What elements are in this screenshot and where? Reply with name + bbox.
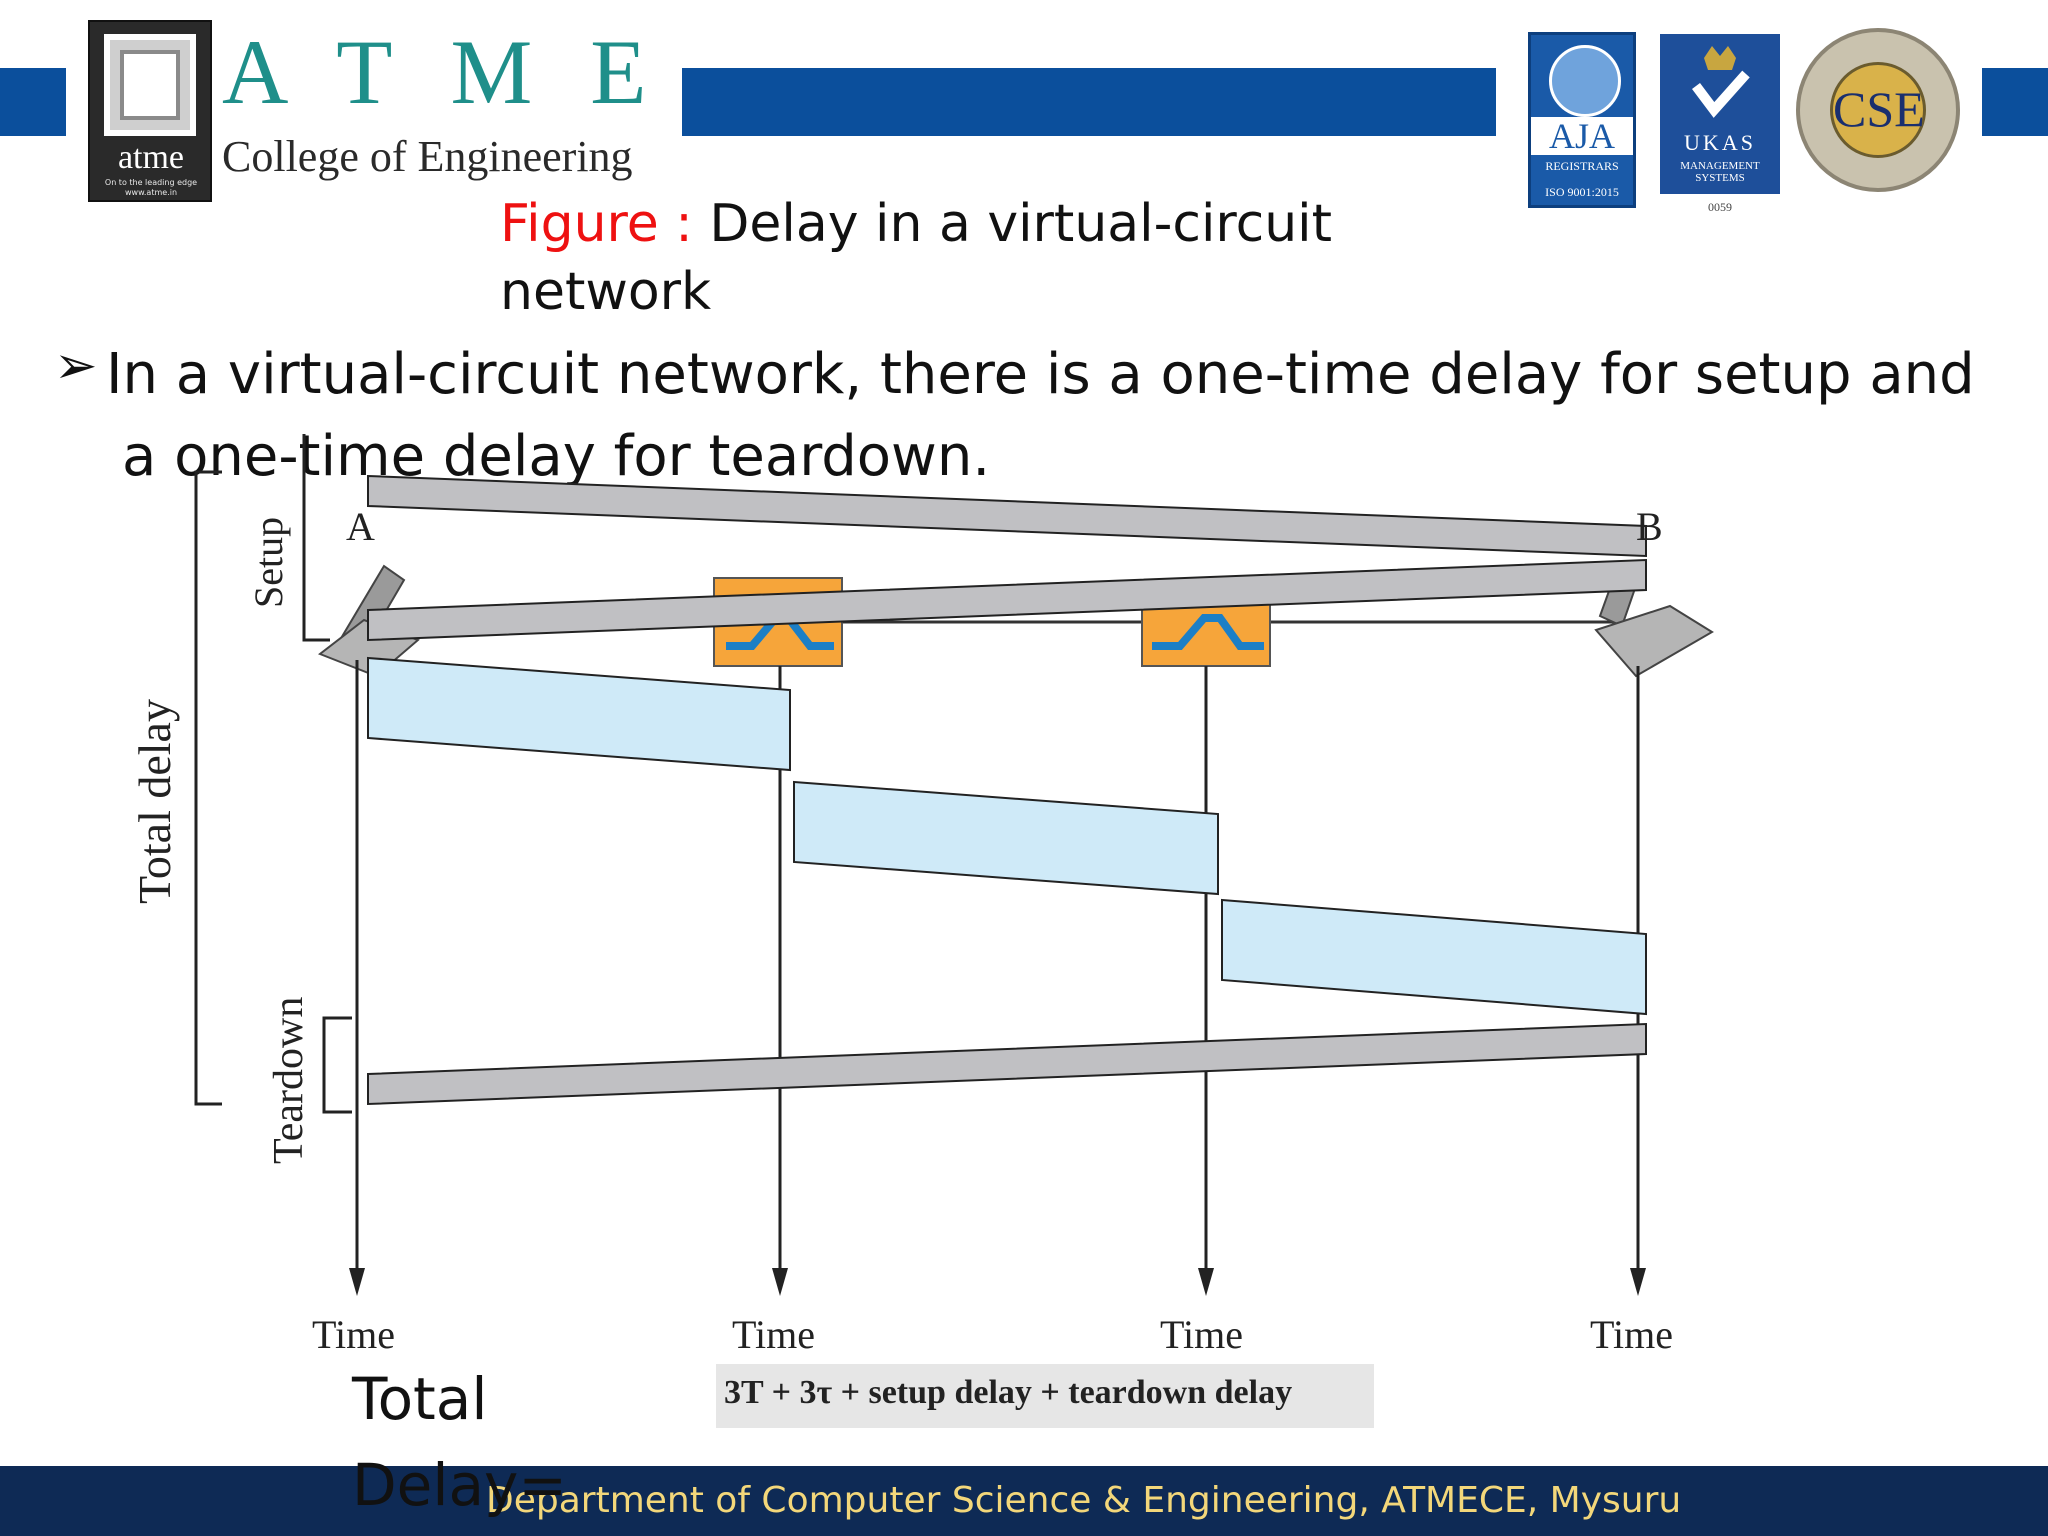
caption-text: Delay in a virtual-circuit network [500, 194, 1333, 322]
caption-prefix: Figure : [500, 194, 693, 254]
header-band-right [1982, 68, 2048, 136]
atme-logo: atme On to the leading edge www.atme.in [88, 20, 212, 202]
header-band-left [0, 68, 66, 136]
logo-tagline-text: On to the leading edge [104, 178, 198, 187]
arrowhead-3 [1198, 1268, 1214, 1296]
logo-frame-inner [120, 50, 180, 120]
node-a-label: A [346, 504, 375, 549]
data-frame-hop-1 [367, 656, 791, 772]
formula-box: 3T + 3τ + setup delay + teardown delay [716, 1364, 1374, 1428]
seal-center: CSE [1830, 62, 1926, 158]
figure-caption: Figure : Delay in a virtual-circuit netw… [500, 190, 1400, 326]
footer-bar: Department of Computer Science & Enginee… [0, 1466, 2048, 1536]
bullet-line-1: In a virtual-circuit network, there is a… [106, 342, 1975, 407]
data-frame-hop-3 [1221, 898, 1647, 1016]
logo-tagline: On to the leading edge www.atme.in [94, 178, 208, 198]
ukas-sub: MANAGEMENT SYSTEMS [1680, 160, 1760, 184]
header-band-middle [682, 68, 1496, 136]
crown-check-icon [1692, 46, 1750, 118]
globe-icon [1549, 45, 1621, 117]
time-label-4: Time [1590, 1312, 1673, 1357]
aja-title: AJA [1531, 117, 1633, 155]
logo-word: atme [117, 139, 185, 176]
setup-request-bar [367, 474, 1647, 558]
arrowhead-2 [772, 1268, 788, 1296]
time-label-1: Time [312, 1312, 395, 1357]
ukas-code: 0059 [1708, 200, 1732, 214]
brand-letters: ATME [222, 21, 705, 123]
bullet-paragraph: In a virtual-circuit network, there is a… [106, 334, 2006, 498]
switch-2-icon [1141, 603, 1271, 667]
arrowhead-1 [349, 1268, 365, 1296]
bullet-arrow-icon: ➢ [54, 336, 98, 396]
ukas-title: UKAS [1684, 130, 1756, 155]
formula-expression: 3T + 3τ + setup delay + teardown delay [724, 1374, 1293, 1411]
logo-url: www.atme.in [124, 188, 178, 197]
time-arrowheads [349, 1268, 1646, 1296]
arrowhead-4 [1630, 1268, 1646, 1296]
bullet-line-2: a one-time delay for teardown. [122, 424, 991, 489]
teardown-bar [367, 1022, 1647, 1106]
data-frame-hop-2 [793, 780, 1219, 896]
node-b-label: B [1636, 504, 1663, 549]
time-label-2: Time [732, 1312, 815, 1357]
total-delay-label-vertical: Total delay [129, 699, 180, 904]
total-delay-bracket [194, 470, 222, 1106]
footer-text: Department of Computer Science & Enginee… [486, 1480, 1682, 1521]
total-delay-label: Total Delay= [352, 1365, 567, 1519]
college-name: College of Engineering [222, 132, 633, 181]
aja-sub: REGISTRARS [1545, 159, 1619, 173]
ukas-certification-badge: UKAS MANAGEMENT SYSTEMS [1660, 34, 1780, 194]
aja-iso: ISO 9001:2015 [1545, 185, 1619, 199]
time-label-3: Time [1160, 1312, 1243, 1357]
aja-certification-badge: AJA REGISTRARS ISO 9001:2015 [1528, 32, 1636, 208]
logo-frame [104, 34, 196, 136]
setup-label: Setup [246, 517, 291, 608]
setup-bracket [302, 434, 330, 642]
setup-ack-bar [367, 558, 1647, 642]
teardown-bracket [322, 1016, 352, 1114]
cse-seal: CSE [1796, 28, 1960, 192]
teardown-label: Teardown [266, 997, 312, 1164]
